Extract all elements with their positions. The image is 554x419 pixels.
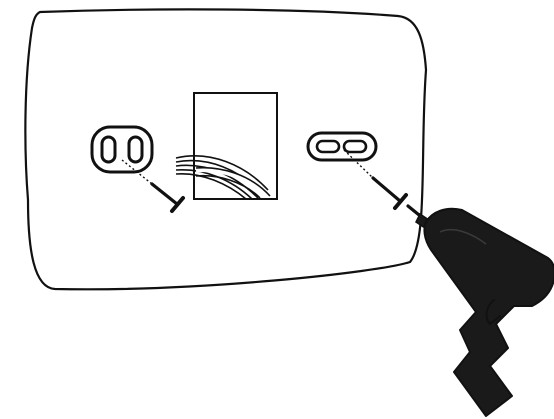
- left-screw: [121, 159, 185, 213]
- right-mounting-slot: [306, 131, 378, 162]
- power-drill: [406, 204, 554, 417]
- right-screw: [343, 149, 408, 210]
- thermostat-wiring-opening: [175, 92, 278, 200]
- wall-outline: [24, 8, 428, 291]
- left-mounting-hole: [90, 125, 154, 174]
